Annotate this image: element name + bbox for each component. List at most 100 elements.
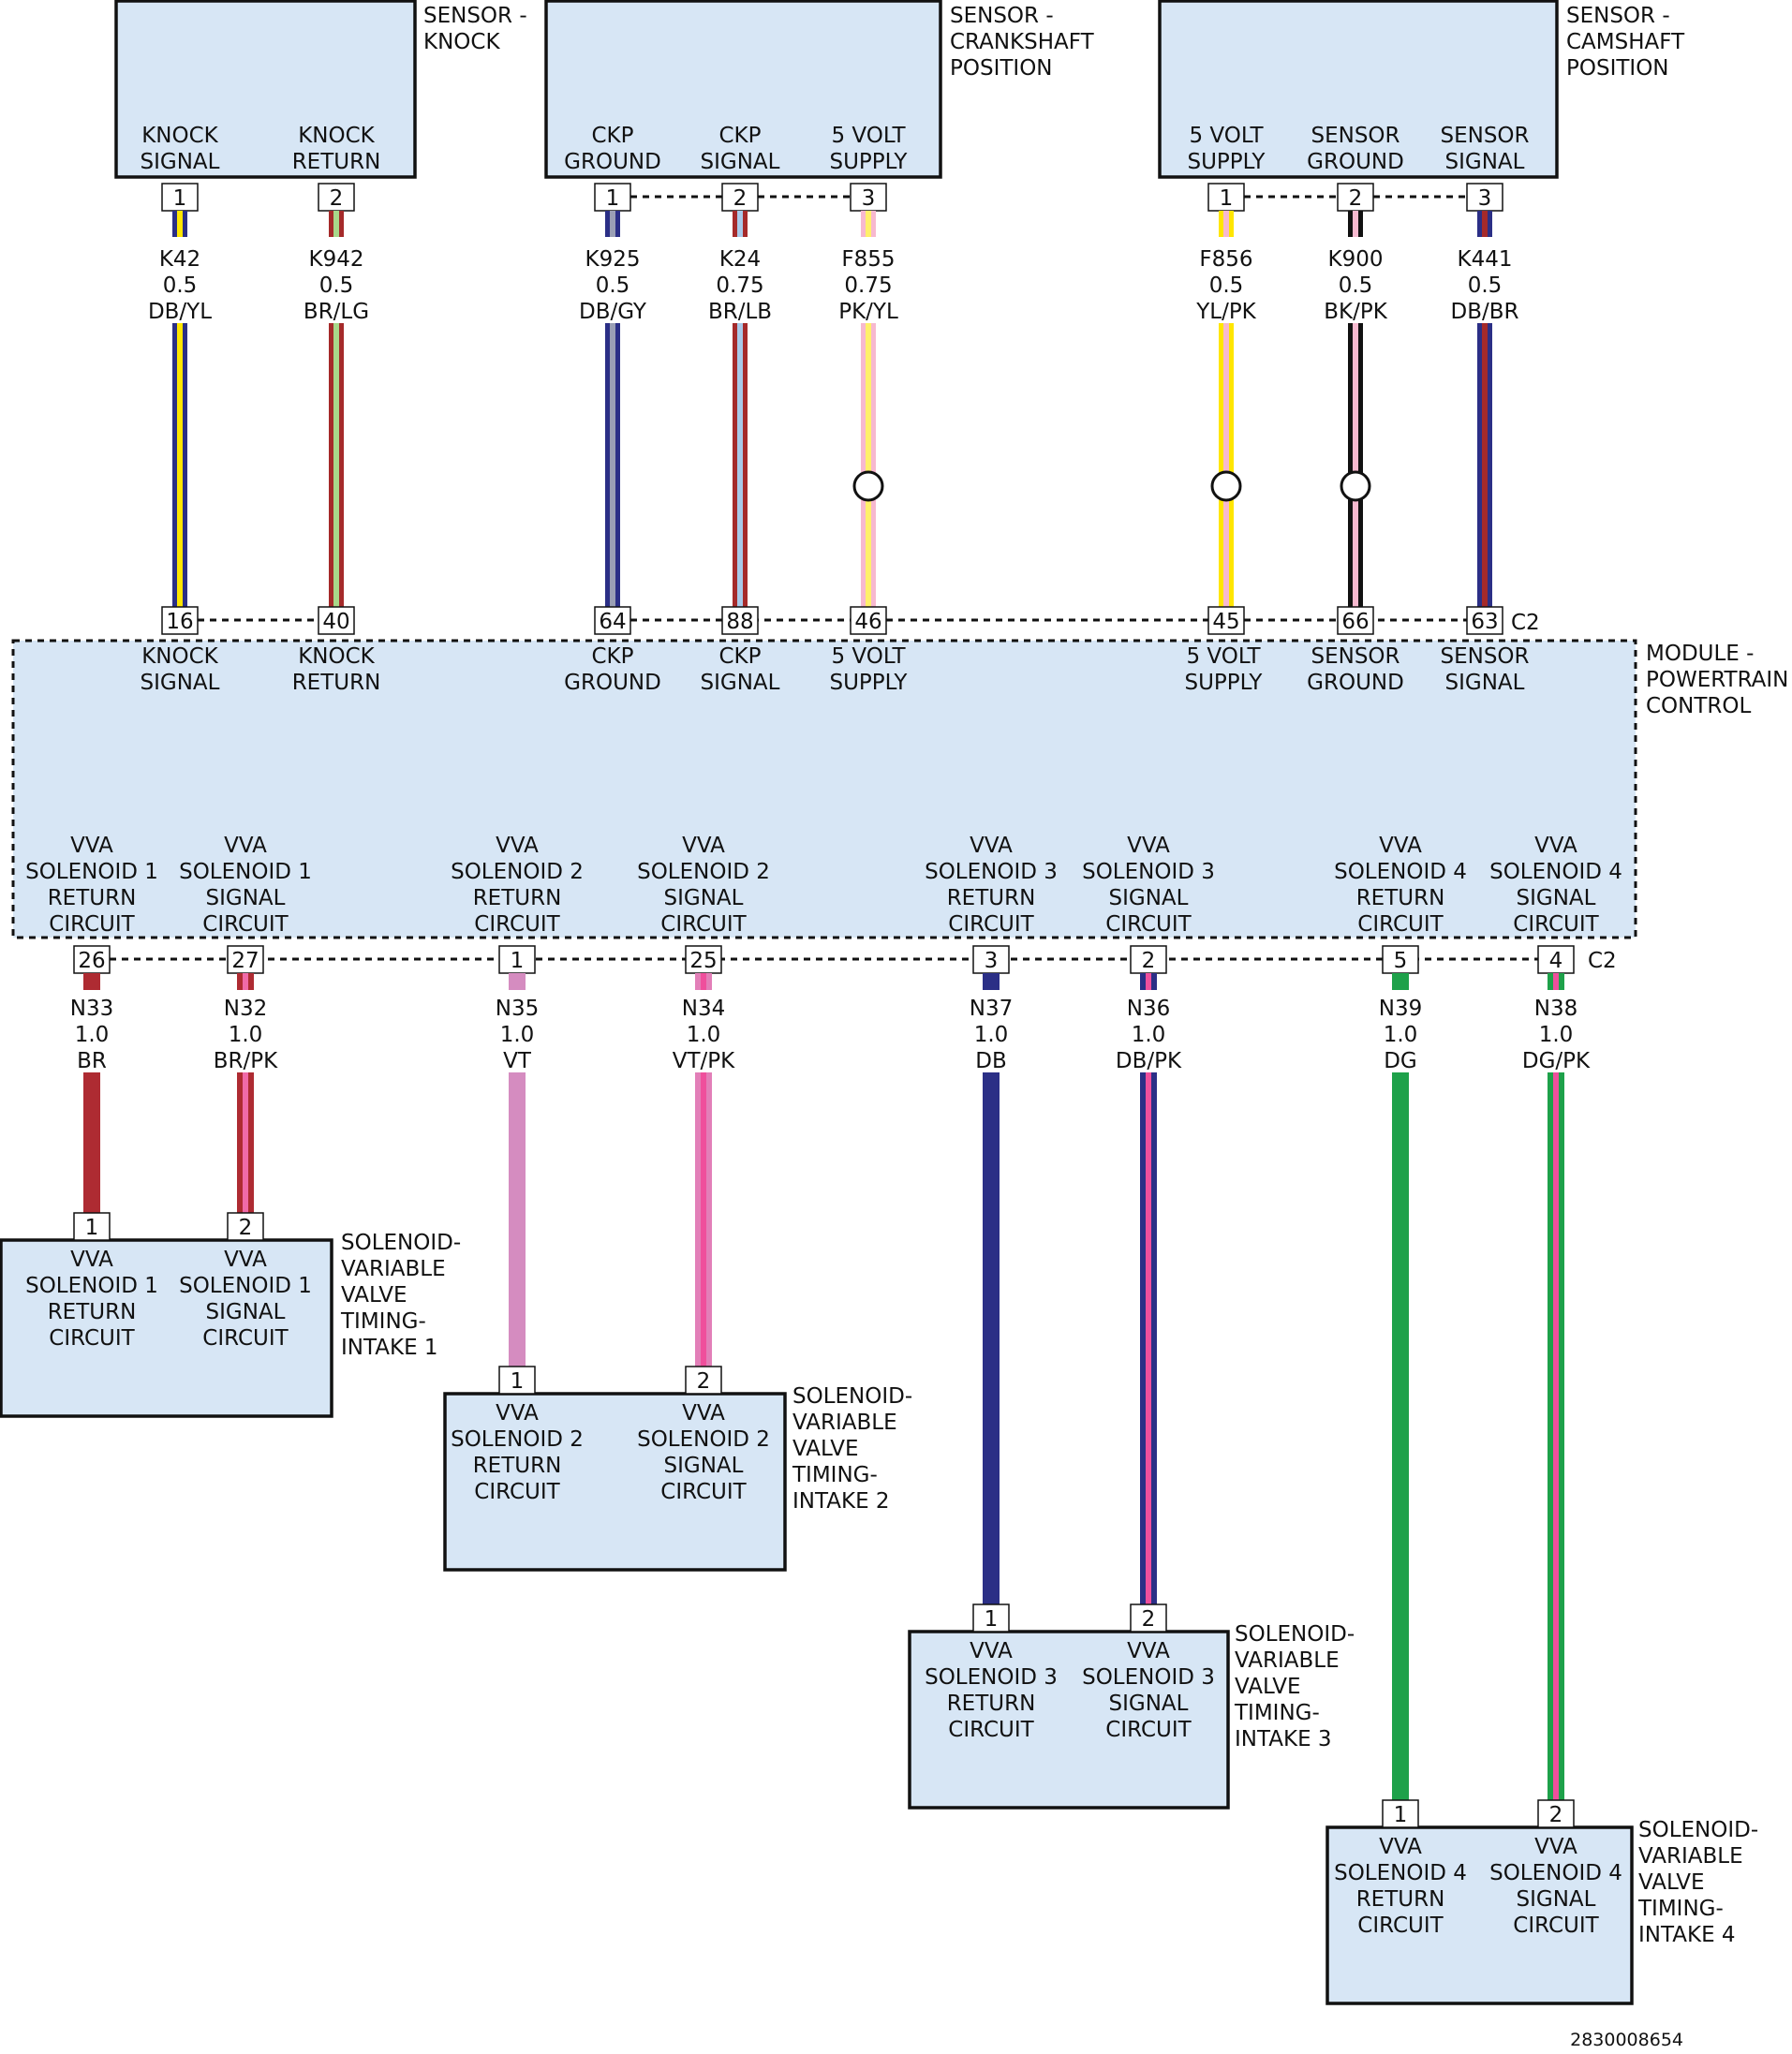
- pcm-top-pin-box: [1337, 606, 1374, 635]
- solenoid-pin-name: RETURN: [1356, 1887, 1445, 1912]
- wire-label: K925: [585, 247, 641, 272]
- sensor-pin-name: SIGNAL: [141, 150, 220, 174]
- solenoid-pin-box: [73, 1212, 111, 1241]
- pcm-bottom-pin-box: [1537, 945, 1575, 974]
- wire-segment-stripe: [1223, 323, 1229, 607]
- pcm-bottom-pin-name: SOLENOID 4: [1334, 860, 1467, 884]
- solenoid-name: VARIABLE: [1235, 1648, 1340, 1673]
- pcm-bottom-pin-name: SIGNAL: [1517, 886, 1596, 910]
- solenoid-name: SOLENOID-: [1235, 1622, 1355, 1647]
- pcm-bottom-pin-label: 5: [1394, 949, 1408, 973]
- wire-label: BK/PK: [1324, 300, 1387, 324]
- solenoid-pin-name: SOLENOID 3: [925, 1665, 1058, 1690]
- pcm-top-pin-box: [721, 606, 759, 635]
- pcm-bottom-pin-name: SOLENOID 2: [451, 860, 584, 884]
- pcm-bottom-pin-box: [685, 945, 722, 974]
- solenoid-pin-name: SIGNAL: [206, 1300, 286, 1324]
- knock-sensor-box: [114, 0, 417, 179]
- pcm-top-pin-label: 88: [726, 610, 753, 634]
- pcm-bottom-pin-name: SIGNAL: [206, 886, 286, 910]
- solenoid-name: TIMING-: [1637, 1897, 1724, 1921]
- solenoid-pin-name: VVA: [496, 1401, 539, 1426]
- pcm-bottom-pin-name: SIGNAL: [664, 886, 744, 910]
- wire-label: N33: [70, 997, 113, 1021]
- wire-label: F855: [841, 247, 895, 272]
- figure-id: 2830008654: [1570, 2030, 1683, 2050]
- wire-segment-stripe: [737, 323, 743, 607]
- wire-segment: [83, 1072, 100, 1213]
- sensor-pin-label: 2: [330, 186, 344, 211]
- solenoid-pin-name: CIRCUIT: [948, 1718, 1034, 1742]
- solenoid-name: TIMING-: [792, 1463, 878, 1487]
- knock-sensor-name: SENSOR -: [423, 4, 527, 28]
- pcm-top-pin-name: SIGNAL: [701, 671, 780, 695]
- wire-label: N39: [1379, 997, 1422, 1021]
- pcm-top-pin-name: KNOCK: [141, 644, 218, 669]
- pcm-bottom-pin-name: SOLENOID 3: [925, 860, 1058, 884]
- wire-label: BR/PK: [214, 1049, 278, 1073]
- pcm-bottom-pin-name: RETURN: [947, 886, 1036, 910]
- pcm-bottom-pin-name: VVA: [682, 834, 725, 858]
- sensor-pin-name: GROUND: [1307, 150, 1404, 174]
- pcm-top-pin-name: KNOCK: [298, 644, 375, 669]
- wire-segment-stripe: [1482, 323, 1488, 607]
- solenoid-pin-label: 2: [1142, 1607, 1156, 1632]
- sensor-pin-name: KNOCK: [298, 124, 375, 148]
- ckp-sensor-name: SENSOR -: [950, 4, 1054, 28]
- pcm-top-pin-name: SUPPLY: [1185, 671, 1264, 695]
- wire-label: 0.5: [1209, 273, 1244, 298]
- solenoid-name: INTAKE 1: [341, 1336, 438, 1360]
- solenoid-pin-name: SOLENOID 2: [637, 1427, 770, 1452]
- sensor-pin-box: [161, 183, 199, 212]
- sensor-pin-box: [1207, 183, 1245, 212]
- pcm-bottom-pin-name: SOLENOID 1: [25, 860, 158, 884]
- pcm-top-pin-label: 16: [166, 610, 193, 634]
- sensor-pin-label: 3: [862, 186, 876, 211]
- wire-label: K24: [719, 247, 761, 272]
- pcm-bottom-pin-name: RETURN: [48, 886, 137, 910]
- pcm-top-pin-box: [1466, 606, 1503, 635]
- sensor-pin-box: [1466, 183, 1503, 212]
- solenoid-name: VARIABLE: [341, 1257, 446, 1281]
- wire-label: DB/GY: [579, 300, 647, 324]
- wire-label: 1.0: [687, 1023, 721, 1047]
- cmp-sensor-name: SENSOR -: [1566, 4, 1670, 28]
- wire-stub-bottom: [983, 973, 1000, 990]
- pcm-bottom-pin-box: [227, 945, 264, 974]
- cmp-sensor-box: [1158, 0, 1559, 179]
- solenoid-pin-box: [972, 1603, 1010, 1633]
- sensor-pin-label: 1: [173, 186, 187, 211]
- pcm-bottom-pin-label: 4: [1549, 949, 1563, 973]
- wire-label: DB/BR: [1451, 300, 1519, 324]
- solenoid-box: [0, 1238, 333, 1418]
- pcm-top-pin-label: 46: [854, 610, 881, 634]
- sensor-pin-name: RETURN: [292, 150, 381, 174]
- wire-segment-stripe: [1353, 323, 1358, 607]
- pcm-box: [11, 639, 1637, 939]
- wire-label: N38: [1534, 997, 1577, 1021]
- wire-label: DB/PK: [1116, 1049, 1182, 1073]
- solenoid-pin-label: 2: [697, 1369, 711, 1394]
- pcm-name: CONTROL: [1646, 694, 1752, 718]
- solenoid-pin-label: 1: [1394, 1803, 1408, 1827]
- solenoid-pin-name: VVA: [682, 1401, 725, 1426]
- wire-stub-top-stripe: [737, 211, 743, 237]
- wire-segment-stripe: [1146, 1072, 1151, 1604]
- wire-stub-bottom-stripe: [1146, 973, 1151, 990]
- sensor-pin-box: [850, 183, 887, 212]
- wire-label: 0.5: [163, 273, 198, 298]
- splice-point: [1340, 470, 1371, 502]
- wire-label: 0.5: [1468, 273, 1503, 298]
- splice-point: [852, 470, 884, 502]
- solenoid-pin-name: CIRCUIT: [49, 1326, 135, 1351]
- solenoid-pin-box: [685, 1366, 722, 1395]
- pcm-bottom-pin-label: 26: [78, 949, 105, 973]
- wire-stub-bottom-stripe: [243, 973, 248, 990]
- sensor-pin-name: SUPPLY: [830, 150, 909, 174]
- pcm-top-pin-name: RETURN: [292, 671, 381, 695]
- pcm-bottom-pin-name: SOLENOID 2: [637, 860, 770, 884]
- solenoid-pin-name: CIRCUIT: [1357, 1914, 1444, 1938]
- pcm-bottom-pin-name: SOLENOID 3: [1082, 860, 1215, 884]
- wire-label: K900: [1328, 247, 1384, 272]
- wire-label: DB/YL: [148, 300, 212, 324]
